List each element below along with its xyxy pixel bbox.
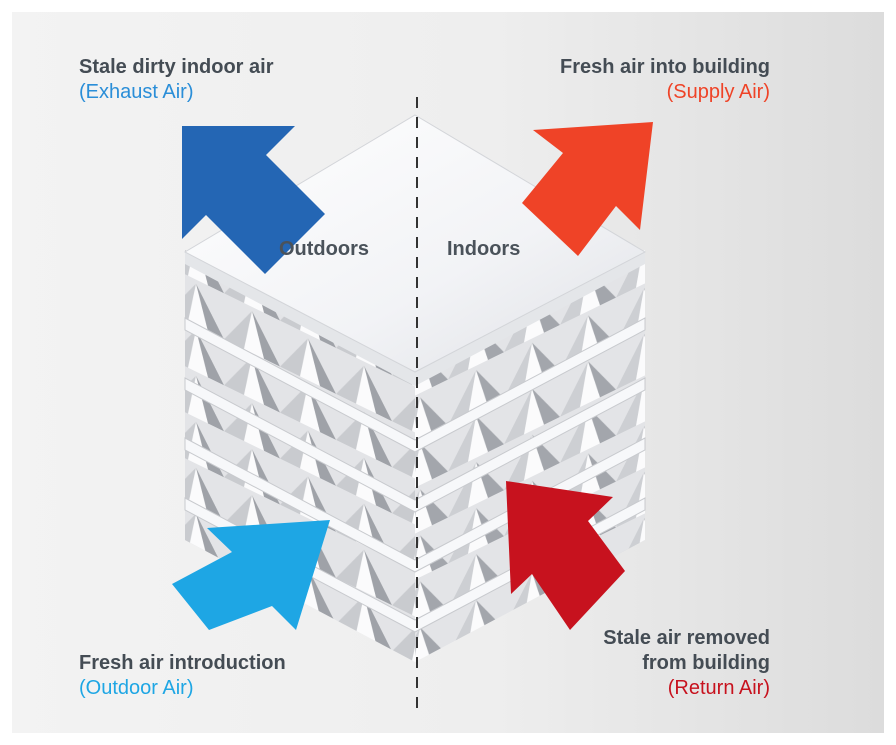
- outdoor-air-arrow: [172, 520, 330, 630]
- exhaust-air-subtitle: (Exhaust Air): [79, 81, 194, 103]
- supply-air-subtitle: (Supply Air): [666, 81, 770, 103]
- exhaust-air-arrow: [182, 126, 325, 274]
- outdoors-label: Outdoors: [279, 238, 369, 260]
- outdoor-air-title: Fresh air introduction: [79, 652, 286, 674]
- plate-layers: [184, 317, 646, 633]
- return-air-label: Stale air removed from building (Return …: [603, 626, 770, 701]
- supply-air-label: Fresh air into building (Supply Air): [560, 55, 770, 105]
- outdoor-air-subtitle: (Outdoor Air): [79, 677, 194, 699]
- return-air-arrow: [506, 481, 625, 630]
- return-air-title-line2: from building: [642, 652, 770, 674]
- exhaust-air-label: Stale dirty indoor air (Exhaust Air): [79, 55, 273, 105]
- exhaust-air-title: Stale dirty indoor air: [79, 56, 274, 78]
- indoors-label: Indoors: [447, 238, 521, 260]
- outdoor-air-label: Fresh air introduction (Outdoor Air): [79, 651, 286, 701]
- supply-air-arrow: [522, 122, 653, 256]
- supply-air-title: Fresh air into building: [560, 56, 770, 78]
- return-air-subtitle: (Return Air): [667, 677, 770, 699]
- return-air-title-line1: Stale air removed: [603, 627, 770, 649]
